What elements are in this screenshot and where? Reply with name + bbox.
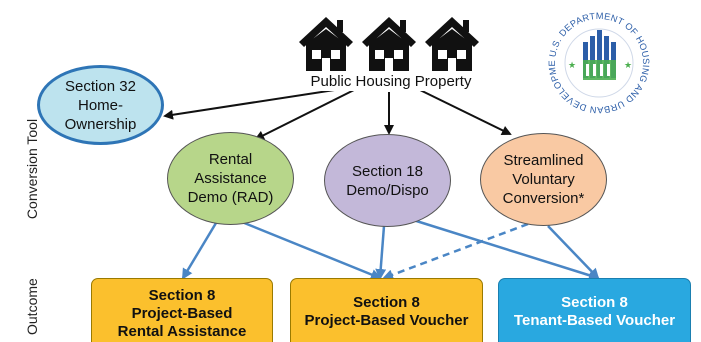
section32-label: Section 32 Home-Ownership [64, 77, 137, 133]
house-icon [299, 17, 353, 72]
hud-seal-logo: U.S. DEPARTMENT OF HOUSING AND URBAN DEV… [544, 8, 651, 115]
section18-label: Section 18 Demo/Dispo [346, 162, 429, 199]
svg-text:★: ★ [568, 60, 576, 70]
tbv-line2: Tenant-Based Voucher [513, 312, 676, 329]
rad-node: Rental Assistance Demo (RAD) [167, 132, 294, 225]
conversion-tool-side-label: Conversion Tool [24, 118, 40, 220]
pbv-outcome-box: Section 8 Project-Based Voucher [290, 278, 483, 342]
rad-label: Rental Assistance Demo (RAD) [187, 151, 274, 206]
arrow-property-to-svc [419, 89, 512, 135]
arrow-section18-to-tbv [409, 217, 600, 281]
arrow-svc-to-pbv-dashed [382, 222, 529, 280]
property-label: Public Housing Property [296, 71, 486, 91]
arrow-rad-to-pbra [181, 222, 218, 280]
house-icon [425, 17, 479, 72]
section32-homeownership-node: Section 32 Home-Ownership [37, 65, 164, 145]
arrow-svc-to-tbv [547, 225, 600, 280]
pbra-line1: Section 8 [148, 287, 216, 304]
arrow-rad-to-pbv [231, 216, 382, 280]
svc-node: Streamlined Voluntary Conversion* [480, 133, 607, 226]
svc-label: Streamlined Voluntary Conversion* [502, 152, 585, 207]
pbra-outcome-box: Section 8 Project-Based Rental Assistanc… [91, 278, 273, 342]
pbv-line2: Project-Based Voucher [304, 312, 469, 329]
house-icon [362, 17, 416, 72]
pbra-line3: Rental Assistance [117, 323, 247, 340]
tbv-line1: Section 8 [561, 294, 628, 311]
svg-text:★: ★ [624, 60, 632, 70]
tbv-outcome-box: Section 8 Tenant-Based Voucher [498, 278, 691, 342]
pbra-line2: Project-Based [131, 305, 233, 322]
arrow-section18-to-pbv [375, 225, 387, 280]
arrow-property-to-rad [254, 89, 355, 140]
outcome-side-label: Outcome [24, 278, 40, 335]
pbv-line1: Section 8 [353, 294, 420, 311]
section18-node: Section 18 Demo/Dispo [324, 134, 451, 227]
arrow-property-to-section32 [163, 86, 355, 120]
